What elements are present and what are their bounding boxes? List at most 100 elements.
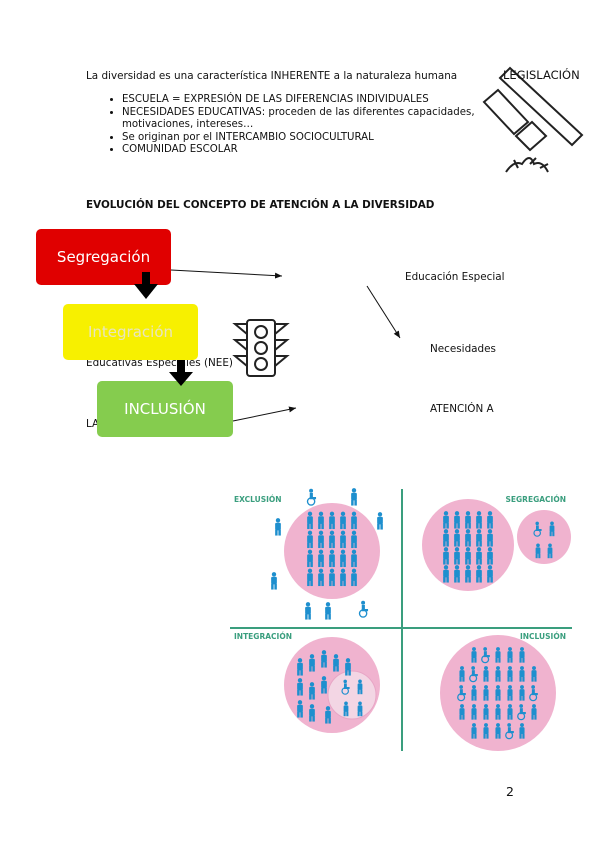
wheelchair-icon: [469, 666, 478, 683]
person-icon: [519, 666, 525, 682]
wheelchair-icon: [481, 647, 490, 664]
la-text: LA: [86, 418, 100, 430]
person-icon: [329, 530, 335, 549]
person-icon: [297, 658, 303, 676]
nee-text: Educativas Especiales (NEE): [86, 357, 233, 369]
person-icon: [271, 572, 277, 590]
person-icon: [471, 685, 477, 701]
person-icon: [519, 647, 525, 663]
wheelchair-icon: [358, 600, 369, 618]
person-icon: [443, 529, 449, 547]
inclusion-box: INCLUSIÓN: [97, 381, 233, 437]
wheelchair-icon: [457, 685, 466, 702]
person-icon: [471, 723, 477, 739]
person-icon: [307, 568, 313, 587]
person-icon: [340, 530, 346, 549]
person-icon: [531, 666, 537, 682]
person-icon: [351, 549, 357, 568]
integracion-label: INTEGRACIÓN: [234, 632, 292, 641]
person-icon: [297, 678, 303, 696]
person-icon: [495, 647, 501, 663]
list-item: Se originan por el INTERCAMBIO SOCIOCULT…: [122, 132, 532, 145]
person-icon: [465, 511, 471, 529]
legislacion-label: LEGISLACIÓN: [503, 68, 580, 82]
person-icon: [495, 666, 501, 682]
integracion-box: Integración: [63, 304, 198, 360]
person-icon: [459, 704, 465, 720]
person-icon: [487, 565, 493, 583]
gavel-icon: [482, 66, 584, 173]
person-icon: [340, 511, 346, 530]
person-icon: [357, 701, 363, 717]
wheelchair-icon: [533, 521, 542, 537]
person-icon: [471, 647, 477, 663]
person-icon: [297, 700, 303, 718]
wheelchair-icon: [341, 679, 350, 695]
person-icon: [307, 549, 313, 568]
wheelchair-icon: [306, 488, 317, 506]
person-icon: [476, 547, 482, 565]
person-icon: [459, 666, 465, 682]
person-icon: [325, 602, 331, 620]
list-item: ESCUELA = EXPRESIÓN DE LAS DIFERENCIAS I…: [122, 94, 532, 107]
person-icon: [343, 701, 349, 717]
person-icon: [318, 511, 324, 530]
person-icon: [495, 723, 501, 739]
list-item: NECESIDADES EDUCATIVAS: proceden de las …: [122, 107, 532, 132]
exclusion-label: EXCLUSIÓN: [234, 495, 282, 504]
person-icon: [443, 565, 449, 583]
person-icon: [275, 518, 281, 536]
section-title: EVOLUCIÓN DEL CONCEPTO DE ATENCIÓN A LA …: [86, 199, 435, 211]
person-icon: [547, 543, 553, 559]
person-icon: [495, 685, 501, 701]
person-icon: [321, 676, 327, 694]
person-icon: [531, 704, 537, 720]
person-icon: [495, 704, 501, 720]
person-icon: [483, 685, 489, 701]
person-icon: [507, 666, 513, 682]
person-icon: [487, 511, 493, 529]
inclusion-diagram: EXCLUSIÓN SEGREGACIÓN INTEGRACIÓN INCLUS…: [230, 488, 572, 751]
person-icon: [535, 543, 541, 559]
person-icon: [309, 704, 315, 722]
person-icon: [357, 679, 363, 695]
person-icon: [507, 704, 513, 720]
person-icon: [519, 723, 525, 739]
person-icon: [471, 704, 477, 720]
person-icon: [483, 666, 489, 682]
person-icon: [454, 529, 460, 547]
person-icon: [483, 704, 489, 720]
person-icon: [454, 511, 460, 529]
wheelchair-icon: [529, 685, 538, 702]
person-icon: [305, 602, 311, 620]
atencion-label: ATENCIÓN A: [430, 403, 494, 415]
page-number: 2: [506, 784, 514, 799]
person-icon: [329, 568, 335, 587]
person-icon: [333, 654, 339, 672]
person-icon: [487, 529, 493, 547]
person-icon: [454, 565, 460, 583]
traffic-light-icon: [232, 319, 290, 377]
person-icon: [377, 512, 383, 530]
person-icon: [318, 549, 324, 568]
person-icon: [476, 529, 482, 547]
intro-text: La diversidad es una característica INHE…: [86, 70, 458, 82]
person-icon: [487, 547, 493, 565]
person-icon: [340, 568, 346, 587]
person-icon: [351, 488, 357, 506]
person-icon: [307, 511, 313, 530]
person-icon: [351, 530, 357, 549]
person-icon: [507, 647, 513, 663]
person-icon: [329, 511, 335, 530]
list-item: COMUNIDAD ESCOLAR: [122, 144, 532, 157]
person-icon: [340, 549, 346, 568]
person-icon: [321, 650, 327, 668]
person-icon: [483, 723, 489, 739]
person-icon: [507, 685, 513, 701]
necesidades-label: Necesidades: [430, 343, 496, 355]
person-icon: [318, 530, 324, 549]
person-icon: [443, 547, 449, 565]
person-icon: [465, 547, 471, 565]
person-icon: [519, 685, 525, 701]
